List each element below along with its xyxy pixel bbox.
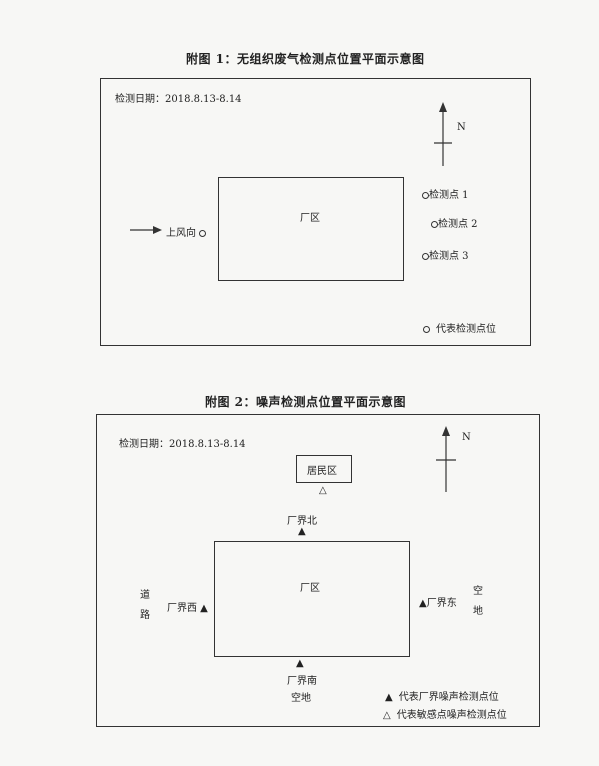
point-circle-icon [422,192,429,199]
legend-noise: ▲ 代表厂界噪声检测点位 [385,688,499,703]
figure2-title: 附图 2：噪声检测点位置平面示意图 [205,395,407,409]
figure1-point-3: 检测点 3 [422,247,469,262]
west-boundary: 厂界西 ▲ [167,599,208,614]
legend-text: 代表检测点位 [436,324,496,335]
north-arrow-icon [434,102,452,166]
east-area-char: 空 [473,586,483,597]
figure1-upwind-label: 上风向 [166,224,207,239]
noise-point-icon: ▲ [197,603,208,614]
residential-box [296,455,352,483]
sensitive-point-icon: △ [319,485,327,496]
figure2-date-label: 检测日期：2018.8.13-8.14 [119,439,246,450]
figure1-date-label: 检测日期：2018.8.13-8.14 [115,94,242,105]
point-circle-icon [431,221,438,228]
figure1-point-1: 检测点 1 [422,186,469,201]
east-boundary-label: 厂界东 [426,598,457,609]
legend-triangle-outline-icon: △ [383,710,391,721]
legend-sensitive-text: 代表敏感点噪声检测点位 [396,710,507,721]
point-label: 检测点 2 [438,219,478,230]
figure1-plant-label: 厂区 [300,213,320,224]
south-boundary-label: 厂界南 [287,676,317,687]
figure1-legend: 代表检测点位 [423,320,496,335]
legend-circle-icon [423,326,430,333]
point-label: 检测点 1 [429,190,469,201]
legend-triangle-filled-icon: ▲ [385,692,393,703]
upwind-text: 上风向 [166,228,196,239]
north-arrow-icon [436,426,456,492]
point-label: 检测点 3 [429,251,469,262]
noise-point-icon: ▲ [419,598,427,609]
west-boundary-label: 厂界西 [167,603,197,614]
upwind-circle-icon [199,230,207,237]
noise-point-icon: ▲ [296,658,304,669]
figure2-frame [96,414,540,727]
figure1-plant-box [218,177,404,281]
figure2-plant-label: 厂区 [300,583,320,594]
figure1-north-label: N [457,122,466,133]
residential-label: 居民区 [307,466,337,477]
road-char: 路 [140,610,150,621]
road-char: 道 [140,590,150,601]
east-boundary: ▲厂界东 [419,594,457,609]
east-area-label: 空 地 [472,585,484,619]
legend-sensitive: △ 代表敏感点噪声检测点位 [383,706,507,721]
legend-noise-text: 代表厂界噪声检测点位 [398,692,499,703]
road-label: 道 路 [139,589,151,623]
east-area-char: 地 [473,606,483,617]
figure2-north-label: N [462,432,471,443]
figure1-frame [100,78,531,346]
south-area-label: 空地 [291,693,311,704]
figure1-point-2: 检测点 2 [431,215,478,230]
north-boundary-label: 厂界北 [287,516,317,527]
noise-point-icon: ▲ [298,526,306,537]
figure2-plant-box [214,541,410,657]
figure1-title: 附图 1：无组织废气检测点位置平面示意图 [186,52,425,66]
point-circle-icon [422,253,429,260]
wind-arrow-icon [130,226,162,234]
